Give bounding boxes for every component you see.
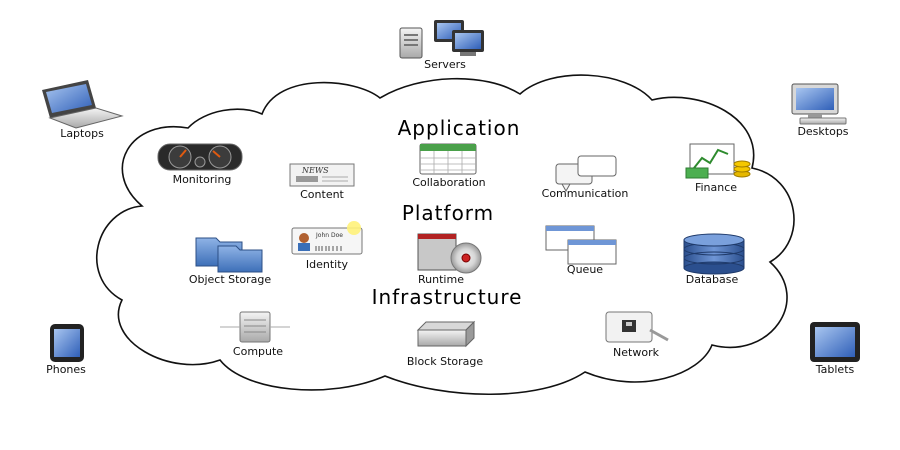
- communication-label: Communication: [542, 187, 629, 200]
- queue-label: Queue: [567, 263, 603, 276]
- calendar-icon: [419, 143, 477, 175]
- monitoring-icon: [157, 143, 243, 171]
- tablet-icon: [810, 322, 860, 362]
- newspaper-icon: NEWS: [289, 163, 355, 187]
- john-doe-text: John Doe: [315, 232, 343, 239]
- folders-icon: [195, 237, 263, 273]
- content-label: Content: [300, 188, 344, 201]
- compute-server-icon: [220, 311, 290, 343]
- speech-bubbles-icon: [555, 155, 617, 193]
- phones-label: Phones: [46, 363, 86, 376]
- id-card-icon: John Doe: [291, 221, 363, 255]
- phone-icon: [50, 324, 84, 362]
- database-label: Database: [686, 273, 739, 286]
- servers-icon: [399, 20, 484, 59]
- servers-label: Servers: [424, 58, 466, 71]
- hard-drive-icon: [416, 320, 476, 348]
- news-text: NEWS: [301, 166, 329, 175]
- tablets-label: Tablets: [815, 363, 855, 376]
- layer-platform-heading: Platform: [402, 201, 494, 225]
- software-box-icon: [417, 233, 482, 274]
- layer-application-heading: Application: [398, 116, 521, 140]
- queue-windows-icon: [545, 225, 617, 265]
- network-label: Network: [613, 346, 660, 359]
- layer-infrastructure-heading: Infrastructure: [372, 285, 523, 309]
- object-storage-label: Object Storage: [189, 273, 272, 286]
- compute-label: Compute: [233, 345, 283, 358]
- runtime-label: Runtime: [418, 273, 464, 286]
- laptops-label: Laptops: [60, 127, 104, 140]
- collaboration-label: Collaboration: [412, 176, 485, 189]
- laptop-icon: [42, 80, 124, 129]
- block-storage-label: Block Storage: [407, 355, 484, 368]
- finance-chart-icon: [685, 143, 751, 179]
- finance-label: Finance: [695, 181, 737, 194]
- network-port-icon: [605, 311, 669, 343]
- desktop-icon: [791, 83, 847, 125]
- desktops-label: Desktops: [797, 125, 848, 138]
- identity-label: Identity: [306, 258, 349, 271]
- monitoring-label: Monitoring: [173, 173, 232, 186]
- database-icon: [683, 233, 745, 275]
